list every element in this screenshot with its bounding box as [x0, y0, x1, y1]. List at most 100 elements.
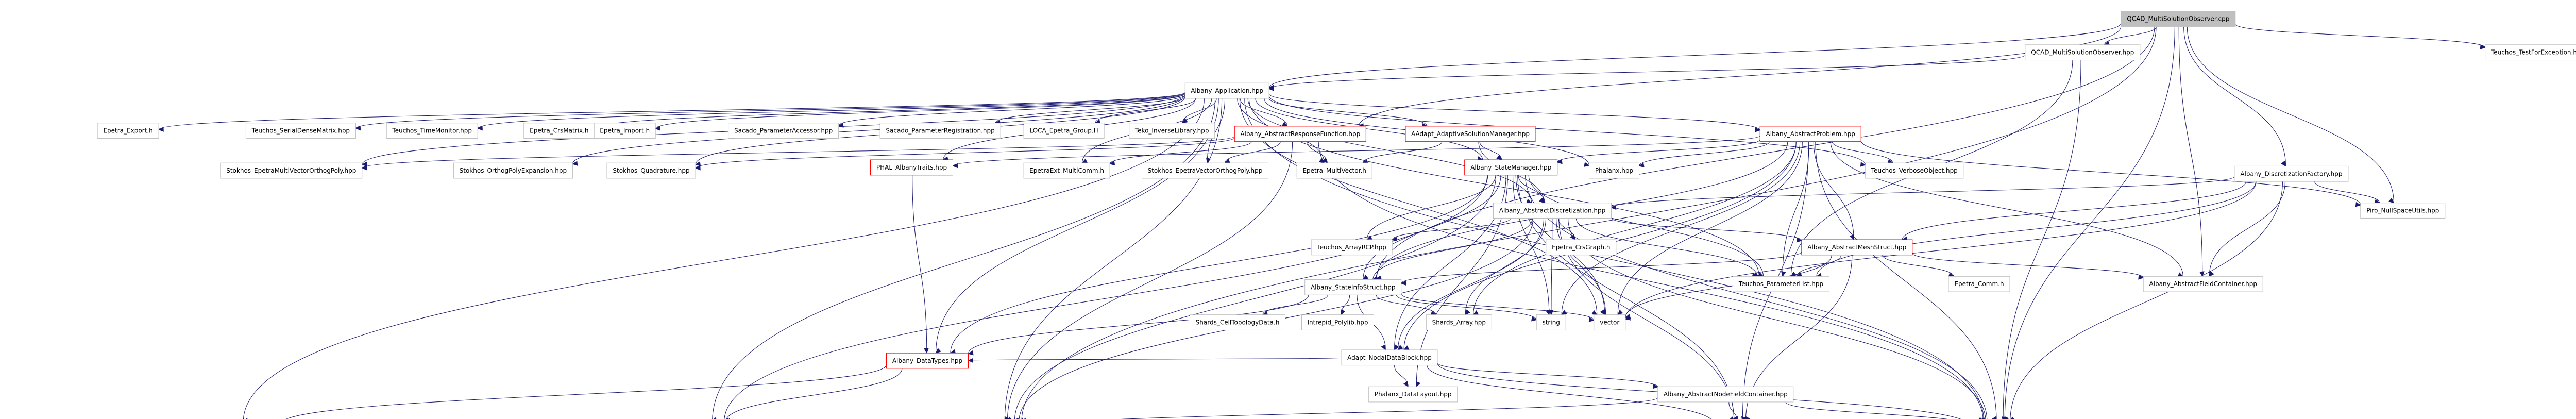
- node-nsu[interactable]: Piro_NullSpaceUtils.hpp: [2360, 203, 2446, 219]
- node-tpl[interactable]: Teuchos_ParameterList.hpp: [1733, 276, 1829, 292]
- edge-line: [838, 94, 1185, 126]
- edge-adt-to-sspl: [726, 368, 903, 419]
- edge-arrowhead: [2138, 275, 2144, 280]
- edge-arrowhead: [1796, 238, 1803, 243]
- edge-anfc-to-epv: [1121, 397, 1658, 419]
- node-adt[interactable]: Albany_DataTypes.hpp: [886, 353, 969, 369]
- edge-arrowhead: [1397, 344, 1403, 350]
- edge-line: [1397, 218, 1545, 350]
- node-crs[interactable]: Epetra_CrsMatrix.h: [523, 123, 595, 139]
- node-aprob[interactable]: Albany_AbstractProblem.hpp: [1759, 126, 1861, 142]
- edge-arrowhead: [1416, 381, 1421, 388]
- node-label: Epetra_Comm.h: [1954, 280, 2004, 288]
- edge-line: [594, 93, 1185, 129]
- node-sevop[interactable]: Stokhos_EpetraVectorOrthogPoly.hpp: [1142, 162, 1268, 179]
- edge-arrowhead: [1341, 309, 1346, 315]
- node-sfs[interactable]: Albany_StateInfoStruct.hpp: [1304, 279, 1402, 295]
- edge-app-to-sdm: [355, 92, 1185, 131]
- edge-line: [1813, 141, 1854, 240]
- node-spr[interactable]: Sacado_ParameterRegistration.hpp: [879, 123, 1001, 139]
- node-box: [1341, 349, 1438, 366]
- edge-line: [1465, 218, 1547, 315]
- node-phal[interactable]: PHAL_AlbanyTraits.hpp: [870, 159, 953, 176]
- edge-arrowhead: [1403, 381, 1409, 388]
- node-box: [728, 123, 839, 139]
- edge-app-to-teko: [1182, 98, 1217, 124]
- edge-arrowhead: [2209, 271, 2214, 277]
- edge-arrowhead: [1531, 316, 1537, 322]
- edge-arrowhead: [1539, 197, 1546, 204]
- node-box: [870, 159, 953, 176]
- node-str[interactable]: string: [1536, 314, 1566, 330]
- edge-line: [1479, 141, 1502, 160]
- edge-aprob-to-tpl: [1781, 141, 1809, 277]
- edge-aprob-to-tvo: [1832, 141, 1893, 164]
- edge-arrowhead: [1617, 309, 1623, 315]
- node-aasm[interactable]: AAdapt_AdaptiveSolutionManager.hpp: [1405, 126, 1536, 142]
- edge-line: [1376, 295, 1436, 315]
- node-arf[interactable]: Albany_AbstractResponseFunction.hpp: [1234, 126, 1366, 142]
- node-arcp[interactable]: Teuchos_ArrayRCP.hpp: [1311, 239, 1393, 256]
- node-ecg[interactable]: Epetra_CrsGraph.h: [1546, 239, 1617, 256]
- node-imp[interactable]: Epetra_Import.h: [594, 123, 656, 139]
- edge-line: [1625, 181, 2257, 319]
- node-label: Albany_DiscretizationFactory.hpp: [2240, 170, 2342, 177]
- node-box: [1142, 162, 1268, 179]
- node-adisc[interactable]: Albany_AbstractDiscretization.hpp: [1493, 203, 1612, 219]
- node-qcadh[interactable]: QCAD_MultiSolutionObserver.hpp: [2025, 44, 2141, 61]
- node-afc[interactable]: Albany_AbstractFieldContainer.hpp: [2143, 276, 2263, 292]
- edge-anfc-to-trcp: [1785, 401, 1948, 419]
- node-squad[interactable]: Stokhos_Quadrature.hpp: [606, 162, 696, 179]
- edge-aprob-to-phal: [952, 136, 1760, 169]
- node-tfe[interactable]: Teuchos_TestForException.hpp: [2485, 44, 2576, 61]
- node-dfact[interactable]: Albany_DiscretizationFactory.hpp: [2234, 165, 2349, 182]
- node-emv[interactable]: Epetra_MultiVector.h: [1296, 162, 1372, 179]
- edge-line: [1182, 98, 1217, 123]
- edge-line: [286, 364, 887, 419]
- node-anfc[interactable]: Albany_AbstractNodeFieldContainer.hpp: [1657, 386, 1794, 403]
- node-label: LOCA_Epetra_Group.H: [1029, 127, 1098, 135]
- node-app[interactable]: Albany_Application.hpp: [1184, 82, 1269, 99]
- node-eemc[interactable]: EpetraExt_MultiComm.h: [1023, 162, 1110, 179]
- node-andb[interactable]: Adapt_NodalDataBlock.hpp: [1341, 349, 1438, 366]
- node-sctd[interactable]: Shards_CellTopologyData.h: [1190, 314, 1285, 330]
- edge-line: [158, 92, 1185, 130]
- edge-line: [1307, 141, 1328, 163]
- node-box: [1426, 314, 1492, 330]
- node-vec[interactable]: vector: [1594, 314, 1626, 330]
- edge-arrowhead: [1556, 159, 1563, 164]
- node-phalanx[interactable]: Phalanx.hpp: [1589, 162, 1639, 179]
- edge-line: [1401, 251, 1802, 284]
- node-ttm[interactable]: Teuchos_TimeMonitor.hpp: [386, 123, 478, 139]
- node-semv[interactable]: Stokhos_EpetraMultiVectorOrthogPoly.hpp: [220, 162, 363, 179]
- node-ipl[interactable]: Intrepid_Polylib.hpp: [1301, 314, 1374, 330]
- edge-line: [1247, 98, 1532, 203]
- node-sope[interactable]: Stokhos_OrthogPolyExpansion.hpp: [453, 162, 573, 179]
- node-sdm[interactable]: Teuchos_SerialDenseMatrix.hpp: [245, 123, 356, 139]
- edge-arrowhead: [1584, 162, 1590, 167]
- node-ecomm[interactable]: Epetra_Comm.h: [1948, 276, 2010, 292]
- edge-line: [362, 136, 1235, 169]
- node-tvo[interactable]: Teuchos_VerboseObject.hpp: [1865, 162, 1964, 179]
- node-asm[interactable]: Albany_StateManager.hpp: [1464, 159, 1558, 176]
- node-spa[interactable]: Sacado_ParameterAccessor.hpp: [728, 123, 839, 139]
- edge-line: [1882, 255, 1954, 277]
- edge-line: [1860, 140, 2361, 205]
- edge-line: [1318, 141, 1984, 419]
- node-amesh[interactable]: Albany_AbstractMeshStruct.hpp: [1801, 239, 1913, 256]
- node-label: Teuchos_VerboseObject.hpp: [1871, 167, 1958, 174]
- edge-line: [1240, 98, 1288, 126]
- node-box: [1546, 239, 1617, 256]
- node-box: [1948, 276, 2010, 292]
- node-epexp[interactable]: Epetra_Export.h: [97, 123, 159, 139]
- node-box: [1405, 126, 1536, 142]
- edge-arrowhead: [572, 161, 578, 166]
- node-pdl[interactable]: Phalanx_DataLayout.hpp: [1368, 386, 1458, 403]
- edge-line: [1268, 95, 1866, 165]
- edge-arrowhead: [1992, 416, 1996, 419]
- node-sarr[interactable]: Shards_Array.hpp: [1426, 314, 1492, 330]
- node-teko[interactable]: Teko_InverseLibrary.hpp: [1129, 123, 1215, 139]
- edge-arrowhead: [1790, 271, 1797, 277]
- edge-adisc-to-arcp: [1391, 218, 1511, 242]
- node-loca[interactable]: LOCA_Epetra_Group.H: [1023, 123, 1105, 139]
